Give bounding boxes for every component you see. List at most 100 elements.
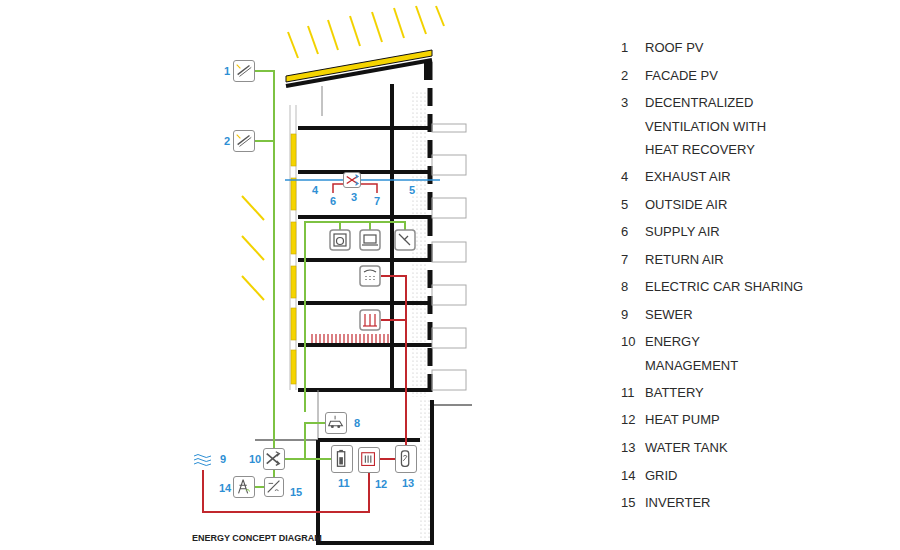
legend-number: 13 — [621, 436, 635, 460]
icon-box: 1 — [233, 60, 255, 82]
drawing-stroke — [239, 480, 248, 494]
drawing-stroke — [432, 155, 466, 175]
legend-text: SUPPLY AIR — [645, 220, 885, 244]
icon-glyph — [265, 478, 283, 496]
drawing-stroke — [364, 235, 376, 243]
drawing-stroke — [370, 455, 371, 462]
callout-number: 6 — [329, 195, 337, 207]
legend-text: ELECTRIC CAR SHARING — [645, 275, 885, 299]
drawing-stroke — [381, 276, 406, 445]
drawing-stroke — [394, 8, 404, 38]
legend-number: 15 — [621, 491, 635, 515]
legend-number: 10 — [621, 330, 635, 354]
icon-box: 10 — [263, 448, 285, 470]
facade-pv — [291, 134, 296, 384]
legend-number: 9 — [621, 303, 628, 327]
drawing-stroke — [360, 230, 380, 250]
drawing-stroke — [339, 334, 340, 343]
facade-right — [428, 62, 433, 400]
drawing-stroke — [327, 334, 328, 343]
drawing-stroke — [288, 32, 298, 58]
ground — [255, 390, 472, 543]
drawing-stroke — [339, 450, 343, 452]
legend-text: SEWER — [645, 303, 885, 327]
drawing-stroke — [311, 334, 312, 343]
drawing-stroke — [323, 334, 324, 343]
icon-glyph — [396, 446, 416, 472]
drawing-stroke — [337, 425, 340, 428]
drawing-stroke — [347, 334, 348, 343]
drawing-stroke — [267, 454, 279, 464]
drawing-stroke — [432, 124, 466, 132]
drawing-stroke — [395, 230, 415, 250]
icon-glyph — [326, 413, 346, 433]
drawing-stroke — [363, 334, 364, 343]
drawing-stroke — [298, 215, 432, 219]
legend-number: 8 — [621, 275, 628, 299]
callout-number: 3 — [350, 191, 358, 203]
drawing-stroke — [404, 236, 408, 240]
drawing-stroke — [369, 314, 370, 326]
legend-text: HEAT PUMP — [645, 408, 885, 432]
drawing-stroke — [403, 455, 407, 460]
icon-glyph — [344, 173, 360, 187]
drawing-stroke — [383, 334, 384, 343]
drawing-stroke — [363, 325, 377, 326]
drawing-stroke — [242, 196, 264, 220]
drawing-stroke — [373, 276, 374, 282]
drawing-stroke — [367, 334, 368, 343]
drawing-stroke — [242, 236, 264, 260]
drawing-stroke — [239, 67, 251, 76]
drawing-stroke — [237, 135, 241, 139]
drawing-stroke — [333, 184, 343, 193]
drawing-stroke — [285, 179, 440, 181]
drawing-stroke — [364, 314, 365, 326]
drawing-stroke — [298, 258, 432, 262]
drawing-stroke — [359, 334, 360, 343]
legend-text: ROOF PV — [645, 36, 885, 60]
connector-line — [255, 71, 274, 448]
legend-text: EXHAUST AIR — [645, 165, 885, 189]
icon-glyph — [192, 450, 214, 470]
drawing-stroke — [428, 62, 433, 400]
drawing-stroke — [268, 481, 280, 493]
drawing-stroke — [362, 244, 378, 245]
drawing-stroke — [390, 84, 394, 390]
facade-left — [290, 105, 296, 390]
drawing-stroke — [239, 137, 251, 146]
callout-number: 10 — [248, 453, 262, 465]
drawing-stroke — [318, 390, 319, 440]
drawing-stroke — [363, 314, 377, 326]
legend-text: DECENTRALIZED VENTILATION WITH HEAT RECO… — [645, 91, 785, 162]
drawing-stroke — [343, 334, 344, 343]
icon-glyph — [234, 61, 254, 81]
drawing-stroke — [387, 334, 388, 343]
drawing-stroke — [328, 20, 338, 50]
drawing-stroke — [337, 452, 344, 467]
drawing-stroke — [298, 170, 432, 174]
icon-glyph — [234, 477, 254, 497]
drawing-stroke — [322, 86, 323, 116]
callout-number: 4 — [311, 184, 319, 196]
drawing-stroke — [246, 489, 250, 491]
legend-text: BATTERY — [645, 381, 885, 405]
drawing-stroke — [337, 238, 344, 245]
legend-number: 5 — [621, 193, 628, 217]
legend-number: 3 — [621, 91, 628, 115]
drawing-stroke — [298, 301, 432, 305]
drawing-stroke — [308, 26, 318, 54]
drawing-stroke — [276, 452, 280, 466]
drawing-stroke — [298, 126, 432, 130]
drawing-stroke — [334, 234, 346, 246]
drawing-stroke — [291, 308, 296, 340]
floor-heating — [312, 334, 388, 343]
icon-glyph — [359, 448, 379, 472]
drawing-stroke — [335, 334, 336, 343]
drawing-stroke — [318, 400, 432, 543]
icon-box: 9 — [192, 450, 214, 470]
drawing-stroke — [360, 266, 380, 286]
appliance-icons — [330, 230, 415, 330]
drawing-stroke — [330, 230, 350, 250]
drawing-stroke — [379, 334, 380, 343]
drawing-stroke — [335, 416, 336, 420]
